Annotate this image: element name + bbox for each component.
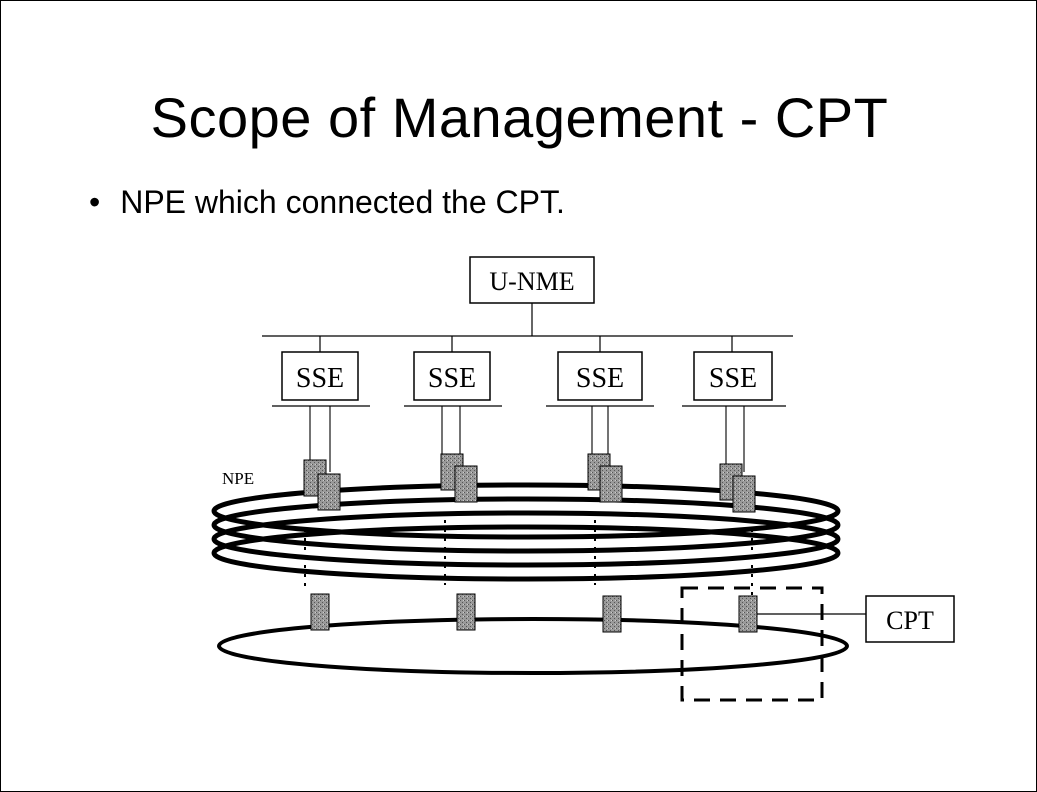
bullet-text: NPE which connected the CPT. (120, 184, 565, 220)
cpt-label: CPT (886, 606, 934, 635)
u-nme-label: U-NME (489, 267, 574, 296)
npe-devices-lower (310, 593, 758, 633)
sse-node-3: SSE (546, 336, 654, 407)
management-scope-box (680, 586, 824, 702)
sse-label-4: SSE (709, 363, 757, 394)
npe-label: NPE (222, 469, 254, 488)
npe-device-2 (440, 453, 478, 503)
access-device-4 (738, 595, 758, 633)
sse-node-1: SSE (272, 336, 370, 407)
sse-label-2: SSE (428, 363, 476, 394)
u-nme-node: U-NME (469, 256, 595, 304)
sse-label-3: SSE (576, 363, 624, 394)
npe-device-3 (587, 453, 623, 503)
access-device-2 (456, 593, 476, 631)
access-device-1 (310, 593, 330, 631)
backbone-rings (211, 482, 841, 582)
npe-devices-upper (303, 453, 756, 513)
access-ring (217, 617, 849, 675)
slide-title: Scope of Management - CPT (150, 86, 889, 149)
npe-device-4 (719, 463, 756, 513)
npe-device-1 (303, 459, 341, 511)
ring-drop-lines (304, 520, 753, 595)
sse-node-2: SSE (404, 336, 502, 407)
cpt-node: CPT (865, 595, 955, 643)
bullet-dot-icon: • (89, 184, 101, 220)
sse-npe-links (309, 406, 745, 472)
bullet-item: • NPE which connected the CPT. (89, 184, 565, 221)
sse-node-4: SSE (682, 336, 786, 407)
access-device-3 (602, 595, 622, 633)
sse-label-1: SSE (296, 363, 344, 394)
